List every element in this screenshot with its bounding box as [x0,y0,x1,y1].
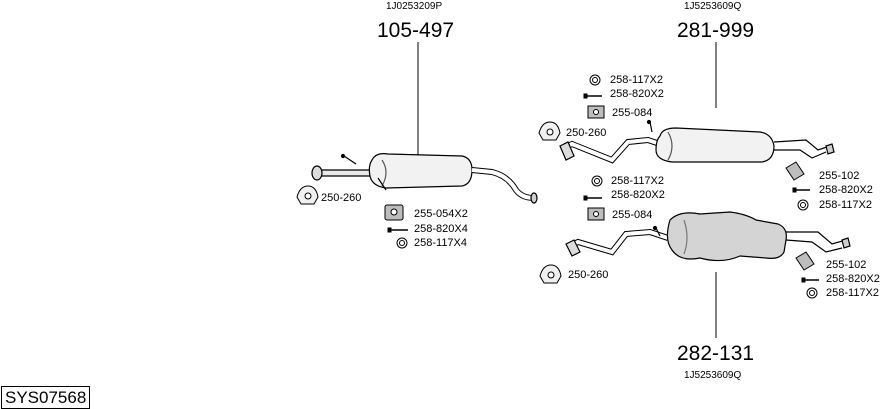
accessory-label: 255-054X2 [414,208,468,220]
accessory-label: 258-820X4 [414,223,468,235]
silencer-282-131 [565,211,851,262]
bracket-icon [795,251,815,271]
oem-number-281-999: 1J5253609Q [684,1,742,12]
bracket-icon [384,204,404,221]
clamp-ring-icon [396,237,408,249]
bolt-icon [583,195,602,201]
oem-number-282-131: 1J5253609Q [684,370,742,381]
part-number-281-999: 281-999 [677,19,755,42]
hanger-icon [587,105,605,119]
clamp-ring-icon [806,287,818,299]
rear-silencer-105-497 [311,153,538,204]
bolt-icon [801,277,819,283]
accessory-label: 255-102 [826,259,867,271]
bolt-icon [583,93,602,99]
rubber-mount-icon [538,121,561,141]
oem-number-105-497: 1J0253209P [386,1,443,12]
rubber-mount-icon [296,185,319,205]
accessory-label: 258-820X2 [826,273,880,285]
accessory-label: 255-084 [612,209,653,221]
bracket-icon [785,161,805,181]
accessory-label: 258-820X2 [819,184,873,196]
accessory-label: 255-102 [819,170,860,182]
accessory-label: 258-117X2 [611,175,665,187]
accessory-label: 250-260 [566,127,607,139]
accessory-label: 258-820X2 [610,88,664,100]
bolt-icon [387,227,408,233]
accessory-label: 250-260 [321,192,362,204]
hanger-icon [587,207,605,221]
part-number-282-131: 282-131 [677,342,755,365]
accessory-label: 255-084 [612,107,653,119]
silencer-281-999 [559,119,835,164]
accessory-label: 258-117X2 [610,74,664,86]
accessory-label: 258-117X4 [414,237,468,249]
clamp-ring-icon [797,199,809,211]
bolt-icon [792,187,810,193]
accessory-label: 250-260 [568,269,609,281]
system-code-box: SYS07568 [1,386,91,409]
clamp-ring-icon [589,74,601,86]
accessory-label: 258-117X2 [819,199,873,211]
clamp-ring-icon [591,175,603,187]
accessory-label: 258-820X2 [611,189,665,201]
accessory-label: 258-117X2 [826,287,880,299]
part-number-105-497: 105-497 [377,19,455,42]
rubber-mount-icon [539,264,562,284]
